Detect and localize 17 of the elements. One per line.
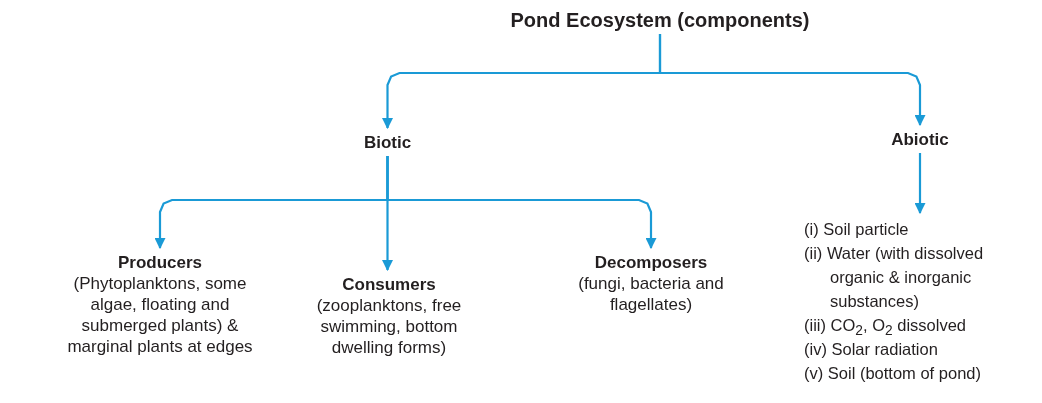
list-item: (iii) CO$_{2}$, O$_{2}$ dissolved — [804, 315, 968, 337]
root-heading: Pond Ecosystem (components) — [509, 10, 811, 31]
description-text: (zooplanktons, free swimming, bottom dwelling forms) — [315, 295, 463, 358]
list-item: (iv) Solar radiation — [804, 339, 939, 360]
list-item: (ii) Water (with dissolved organic & inorganic substances) — [804, 243, 985, 312]
arrow — [914, 153, 926, 215]
category-heading: Producers — [116, 252, 204, 273]
arrow — [658, 34, 926, 127]
category-heading: Abiotic — [890, 129, 950, 150]
arrow — [386, 156, 657, 250]
category-heading: Consumers — [341, 274, 437, 295]
list-item: (v) Soil (bottom of pond) — [804, 363, 982, 384]
list-item: (i) Soil particle — [804, 219, 910, 240]
category-heading: Biotic — [362, 132, 413, 153]
description-text: (Phytoplanktons, some algae, floating and submerged plants) & marginal plants at edges — [66, 273, 254, 357]
description-text: (fungi, bacteria and flagellates) — [578, 273, 724, 315]
category-heading: Decomposers — [593, 252, 709, 273]
